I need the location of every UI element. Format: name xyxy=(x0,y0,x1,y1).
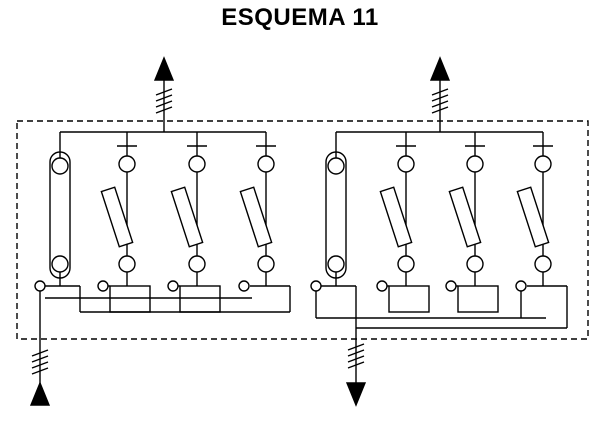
three-phase-tick-icon xyxy=(431,88,449,114)
terminal-node xyxy=(376,280,388,292)
terminal-node xyxy=(167,280,179,292)
terminal-node xyxy=(515,280,527,292)
arrow-up-icon xyxy=(153,56,175,81)
disconnector-cell xyxy=(34,151,81,384)
three-phase-tick-icon xyxy=(31,349,49,375)
enclosure-box xyxy=(16,120,589,340)
three-phase-tick-icon xyxy=(155,88,173,114)
fuse-icon xyxy=(448,186,482,248)
fuse-icon xyxy=(239,186,273,248)
fuse-cell xyxy=(445,145,499,313)
terminal-node xyxy=(97,280,109,292)
fuse-cell xyxy=(97,145,151,313)
fuse-cell xyxy=(515,145,568,328)
fuse-cell xyxy=(238,145,291,312)
fuse-cell xyxy=(167,145,221,313)
disconnector-cell xyxy=(310,151,357,384)
fuse-icon xyxy=(516,186,550,248)
arrow-up-icon xyxy=(29,381,51,406)
arrow-up-icon xyxy=(429,56,451,81)
diagram-title: ESQUEMA 11 xyxy=(221,4,379,31)
fuse-cell xyxy=(376,145,430,313)
three-phase-tick-icon xyxy=(347,343,365,369)
feeder-top-left xyxy=(153,56,175,132)
feeder-top-right xyxy=(429,56,451,132)
section-right xyxy=(310,131,568,384)
terminal-node xyxy=(445,280,457,292)
feeder-bottom-left xyxy=(29,349,51,406)
section-left xyxy=(34,131,291,384)
terminal-node xyxy=(310,280,322,292)
fuse-icon xyxy=(100,186,134,248)
fuse-icon xyxy=(379,186,413,248)
terminal-node xyxy=(34,280,46,292)
fuse-icon xyxy=(170,186,204,248)
arrow-down-icon xyxy=(345,382,367,407)
feeder-bottom-middle xyxy=(345,343,367,407)
terminal-node xyxy=(238,280,250,292)
